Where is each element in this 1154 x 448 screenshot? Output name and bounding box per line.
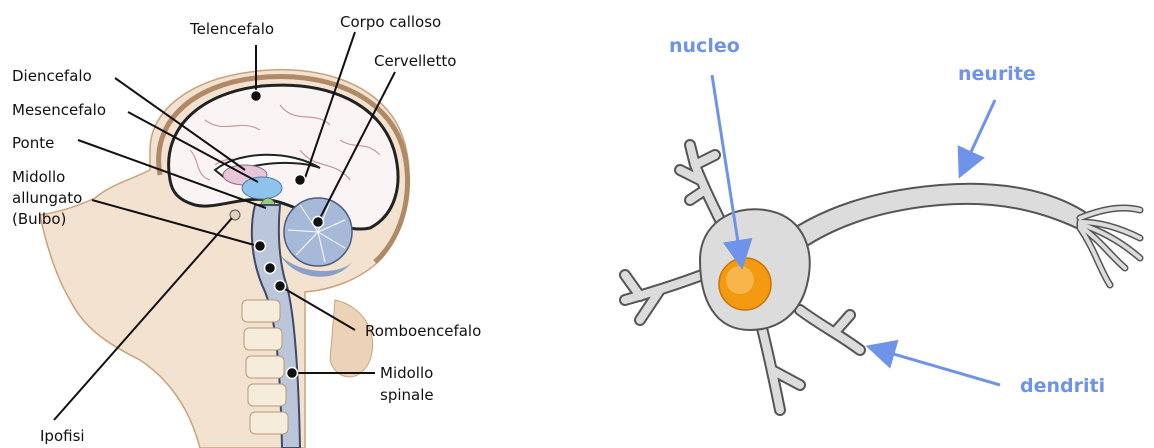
- label-ipofisi: Ipofisi: [40, 427, 85, 445]
- label-romboencefalo: Romboencefalo: [365, 322, 481, 340]
- label-telencefalo: Telencefalo: [189, 20, 274, 38]
- brain-illustration: Telencefalo Corpo calloso Cervelletto Di…: [12, 13, 481, 448]
- label-midollo-allungato-3: (Bulbo): [12, 210, 66, 228]
- label-neurite: neurite: [958, 63, 1036, 85]
- label-ponte: Ponte: [12, 134, 54, 152]
- label-dendriti: dendriti: [1020, 375, 1105, 397]
- label-midollo-allungato-1: Midollo: [12, 168, 65, 186]
- label-midollo-spinale-2: spinale: [380, 386, 434, 404]
- mesencephalon: [242, 177, 282, 199]
- arrow-neurite: [965, 100, 995, 165]
- label-cervelletto: Cervelletto: [374, 52, 456, 70]
- label-diencefalo: Diencefalo: [12, 67, 92, 85]
- arrow-dendriti: [880, 350, 1000, 385]
- label-midollo-allungato-2: allungato: [12, 189, 82, 207]
- label-nucleo: nucleo: [669, 35, 740, 57]
- nucleus-highlight: [726, 266, 754, 294]
- label-midollo-spinale-1: Midollo: [380, 364, 433, 382]
- label-mesencefalo: Mesencefalo: [12, 101, 106, 119]
- label-corpo-calloso: Corpo calloso: [340, 13, 441, 31]
- axon: [770, 184, 1085, 262]
- neuron-illustration: nucleo neurite dendriti: [625, 35, 1140, 410]
